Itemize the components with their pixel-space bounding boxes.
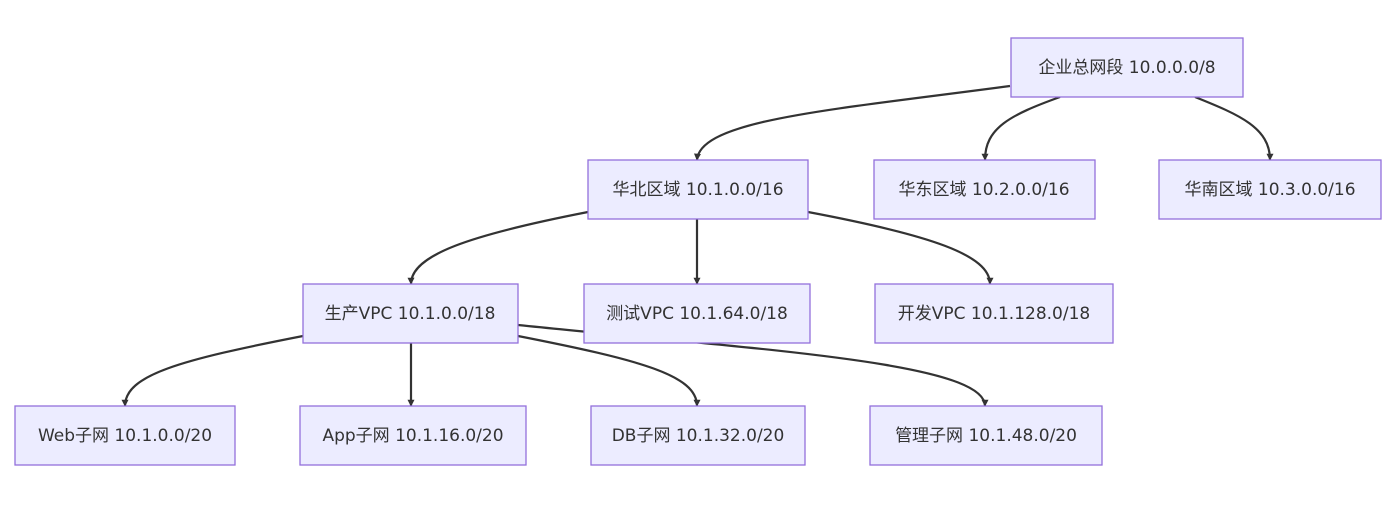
- node-db: DB子网 10.1.32.0/20: [590, 405, 806, 466]
- edge-root-to-south: [1194, 95, 1274, 161]
- edge-prod-to-web: [121, 334, 304, 407]
- node-mgmt-label: 管理子网 10.1.48.0/20: [895, 426, 1077, 446]
- node-db-label: DB子网 10.1.32.0/20: [612, 426, 785, 446]
- node-prod-label: 生产VPC 10.1.0.0/18: [325, 304, 496, 324]
- node-east-label: 华东区域 10.2.0.0/16: [898, 180, 1069, 200]
- node-test-label: 测试VPC 10.1.64.0/18: [606, 304, 788, 324]
- node-web: Web子网 10.1.0.0/20: [14, 405, 236, 466]
- node-north-label: 华北区域 10.1.0.0/16: [612, 180, 783, 200]
- node-east: 华东区域 10.2.0.0/16: [873, 159, 1096, 220]
- edge-root-to-east: [981, 95, 1061, 161]
- edge-north-to-dev: [807, 210, 994, 285]
- node-south: 华南区域 10.3.0.0/16: [1158, 159, 1382, 220]
- node-web-label: Web子网 10.1.0.0/20: [38, 426, 212, 446]
- edge-root-to-north: [694, 84, 1011, 161]
- node-mgmt: 管理子网 10.1.48.0/20: [869, 405, 1103, 466]
- node-dev: 开发VPC 10.1.128.0/18: [874, 283, 1114, 344]
- nodes: 企业总网段 10.0.0.0/8 华北区域 10.1.0.0/16 华东区域 1…: [14, 37, 1382, 466]
- node-test: 测试VPC 10.1.64.0/18: [583, 283, 811, 344]
- node-app-label: App子网 10.1.16.0/20: [322, 426, 503, 446]
- node-south-label: 华南区域 10.3.0.0/16: [1184, 180, 1355, 200]
- node-root: 企业总网段 10.0.0.0/8: [1010, 37, 1244, 98]
- node-dev-label: 开发VPC 10.1.128.0/18: [898, 304, 1090, 324]
- node-root-label: 企业总网段 10.0.0.0/8: [1038, 58, 1215, 78]
- edge-north-to-prod: [407, 210, 589, 285]
- node-app: App子网 10.1.16.0/20: [299, 405, 527, 466]
- edge-prod-to-db: [517, 334, 701, 407]
- edges: [121, 84, 1274, 407]
- node-north: 华北区域 10.1.0.0/16: [587, 159, 809, 220]
- node-prod: 生产VPC 10.1.0.0/18: [302, 283, 519, 344]
